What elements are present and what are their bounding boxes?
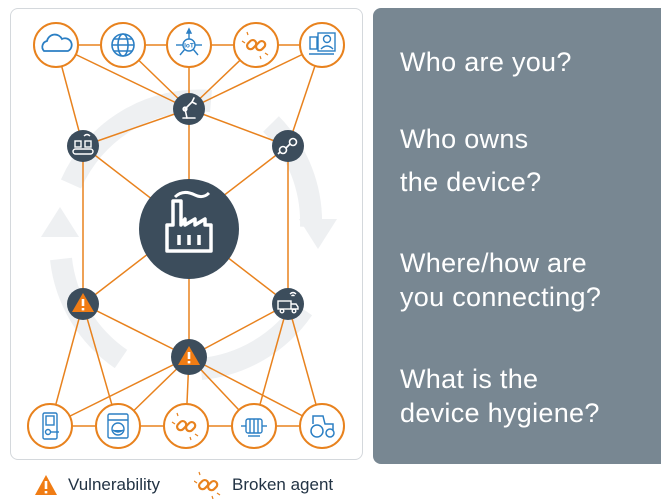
bottom-node-door-lock — [27, 403, 73, 449]
door-lock-icon — [42, 412, 59, 440]
bottom-node-tractor — [299, 403, 345, 449]
legend-broken-agent: Broken agent — [194, 470, 333, 500]
motor-icon — [241, 418, 267, 437]
diagram-panel: IoT — [10, 8, 363, 460]
gear-link-icon — [277, 137, 298, 155]
top-node-broken-link — [233, 22, 279, 68]
ring-node-warning-bottom — [171, 339, 207, 375]
robot-arm-icon — [182, 97, 197, 119]
broken-link-icon — [194, 471, 222, 499]
ring-node-truck — [272, 288, 304, 320]
warning-triangle-icon — [35, 475, 57, 495]
legend-broken-agent-label: Broken agent — [232, 475, 334, 494]
ring-node-conveyor — [67, 130, 99, 162]
question-where-how-line1: Where/how are — [400, 248, 587, 278]
question-hygiene-line1: What is the — [400, 364, 539, 394]
questions-panel: Who are you? Who owns the device? Where/… — [373, 8, 661, 464]
conveyor-icon — [72, 133, 94, 155]
ring-node-gear-link — [272, 130, 304, 162]
cycle-arrowheads — [41, 207, 337, 249]
bottom-node-washing-machine — [95, 403, 141, 449]
question-hygiene-line2: device hygiene? — [400, 398, 600, 428]
legend-vulnerability: Vulnerability — [34, 470, 160, 500]
legend-vulnerability-label: Vulnerability — [68, 475, 160, 494]
question-where-how-line2: you connecting? — [400, 282, 602, 312]
top-node-cloud — [33, 22, 79, 68]
question-who-are-you: Who are you? — [400, 47, 572, 77]
ring-node-warning-left — [67, 288, 99, 320]
iot-label: IoT — [184, 43, 194, 50]
bottom-node-motor — [231, 403, 277, 449]
top-node-people-device — [299, 22, 345, 68]
ring-node-robot — [173, 93, 205, 125]
iot-hub-icon — [176, 27, 202, 56]
network-diagram: IoT — [27, 22, 345, 449]
question-who-owns-line1: Who owns — [400, 124, 529, 154]
bottom-node-broken-link — [163, 403, 209, 449]
globe-icon — [111, 33, 135, 57]
cloud-icon — [41, 33, 73, 52]
people-device-icon — [309, 32, 336, 55]
question-who-owns-line2: the device? — [400, 167, 542, 197]
factory-icon — [165, 190, 213, 253]
truck-icon — [277, 291, 299, 314]
top-node-iot: IoT — [166, 22, 212, 68]
tractor-icon — [310, 415, 335, 438]
top-node-globe — [100, 22, 146, 68]
washing-machine-icon — [107, 413, 129, 439]
center-node — [139, 179, 239, 279]
